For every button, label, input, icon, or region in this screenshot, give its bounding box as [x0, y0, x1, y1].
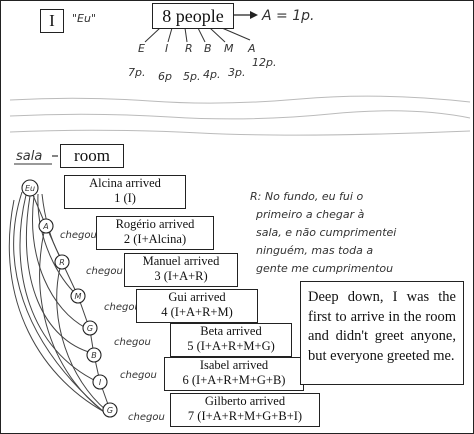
- svg-text:sala, e não cumprimentei: sala, e não cumprimentei: [256, 226, 396, 239]
- arrival-box-gilberto: Gilberto arrived 7 (I+A+R+M+G+B+I): [170, 393, 320, 427]
- arrival-name: Alcina arrived: [89, 176, 161, 190]
- svg-text:gente me cumprimentou: gente me cumprimentou: [256, 262, 393, 275]
- arrival-count: 5 (I+A+R+M+G): [187, 339, 275, 353]
- arrival-count: 1 (I): [114, 191, 136, 205]
- svg-text:G: G: [107, 406, 113, 415]
- svg-text:chegou: chegou: [86, 266, 123, 277]
- chain-node-letters: Eu A R M G B I G: [25, 184, 113, 415]
- svg-text:M: M: [75, 292, 82, 301]
- sala-word: sala: [16, 149, 42, 164]
- arrival-name: Isabel arrived: [199, 358, 269, 372]
- arrival-name: Manuel arrived: [142, 254, 220, 268]
- arrival-name: Gilberto arrived: [204, 394, 286, 408]
- branch-lines: [144, 27, 251, 43]
- arrival-name: Beta arrived: [200, 324, 262, 338]
- arrival-name: Gui arrived: [168, 290, 226, 304]
- arrival-box-gui: Gui arrived 4 (I+A+R+M): [136, 289, 258, 323]
- svg-text:A: A: [42, 222, 48, 231]
- arrival-box-alcina: Alcina arrived 1 (I): [64, 175, 186, 209]
- arrival-box-isabel: Isabel arrived 6 (I+A+R+M+G+B): [164, 357, 304, 391]
- arrival-box-beta: Beta arrived 5 (I+A+R+M+G): [170, 323, 292, 357]
- svg-text:5p.: 5p.: [183, 70, 200, 83]
- arrival-box-manuel: Manuel arrived 3 (I+A+R): [124, 253, 238, 287]
- arrival-count: 2 (I+Alcina): [123, 232, 187, 246]
- note-portuguese: R: No fundo, eu fui o primeiro a chegar …: [250, 190, 396, 275]
- arrival-box-rogerio: Rogério arrived 2 (I+Alcina): [96, 216, 214, 250]
- svg-text:6p: 6p: [158, 70, 172, 83]
- people-box: 8 people: [152, 3, 234, 29]
- chain-nodes: [21, 179, 118, 418]
- svg-text:chegou: chegou: [104, 302, 141, 313]
- node-eu: [21, 179, 39, 197]
- svg-text:I: I: [165, 42, 168, 55]
- section-label: I: [40, 9, 64, 33]
- total-label: A = 1p.: [261, 8, 314, 24]
- faint-scribbles: [9, 95, 471, 136]
- arrival-count: 6 (I+A+R+M+G+B): [182, 373, 286, 387]
- arrival-name: Rogério arrived: [115, 217, 195, 231]
- svg-text:R: No fundo, eu fui o: R: No fundo, eu fui o: [250, 190, 363, 203]
- svg-text:chegou: chegou: [120, 370, 157, 381]
- translation-box: Deep down, I was the first to arrive in …: [300, 281, 464, 385]
- svg-text:R: R: [59, 258, 65, 267]
- svg-text:4p.: 4p.: [203, 68, 220, 81]
- svg-text:chegou: chegou: [114, 337, 151, 348]
- hand-eu-top: "Eu": [72, 12, 96, 25]
- people-arrowhead: [250, 11, 258, 19]
- svg-text:B: B: [204, 42, 212, 55]
- arrival-count: 7 (I+A+R+M+G+B+I): [187, 409, 303, 423]
- svg-text:Eu: Eu: [25, 184, 35, 193]
- svg-text:M: M: [224, 42, 234, 55]
- svg-text:I: I: [99, 378, 102, 387]
- svg-text:primeiro a chegar à: primeiro a chegar à: [255, 208, 365, 221]
- svg-text:E: E: [138, 42, 145, 55]
- room-box: room: [60, 144, 124, 168]
- svg-text:B: B: [91, 351, 97, 360]
- svg-text:G: G: [87, 324, 93, 333]
- svg-text:A: A: [247, 42, 256, 55]
- branch-letters: E I R B M A: [138, 42, 256, 55]
- chegou-labels: chegou chegou chegou chegou chegou chego…: [60, 230, 165, 423]
- branch-counts: 7p. 6p 5p. 4p. 3p. 12p.: [128, 56, 276, 83]
- svg-text:R: R: [185, 42, 193, 55]
- svg-text:3p.: 3p.: [228, 66, 245, 79]
- arrival-count: 4 (I+A+R+M): [161, 305, 233, 319]
- svg-text:7p.: 7p.: [128, 66, 145, 79]
- svg-text:chegou: chegou: [128, 412, 165, 423]
- svg-text:12p.: 12p.: [252, 56, 276, 69]
- svg-text:chegou: chegou: [60, 230, 97, 241]
- svg-text:ninguém, mas toda a: ninguém, mas toda a: [256, 244, 373, 257]
- arrival-count: 3 (I+A+R): [154, 269, 208, 283]
